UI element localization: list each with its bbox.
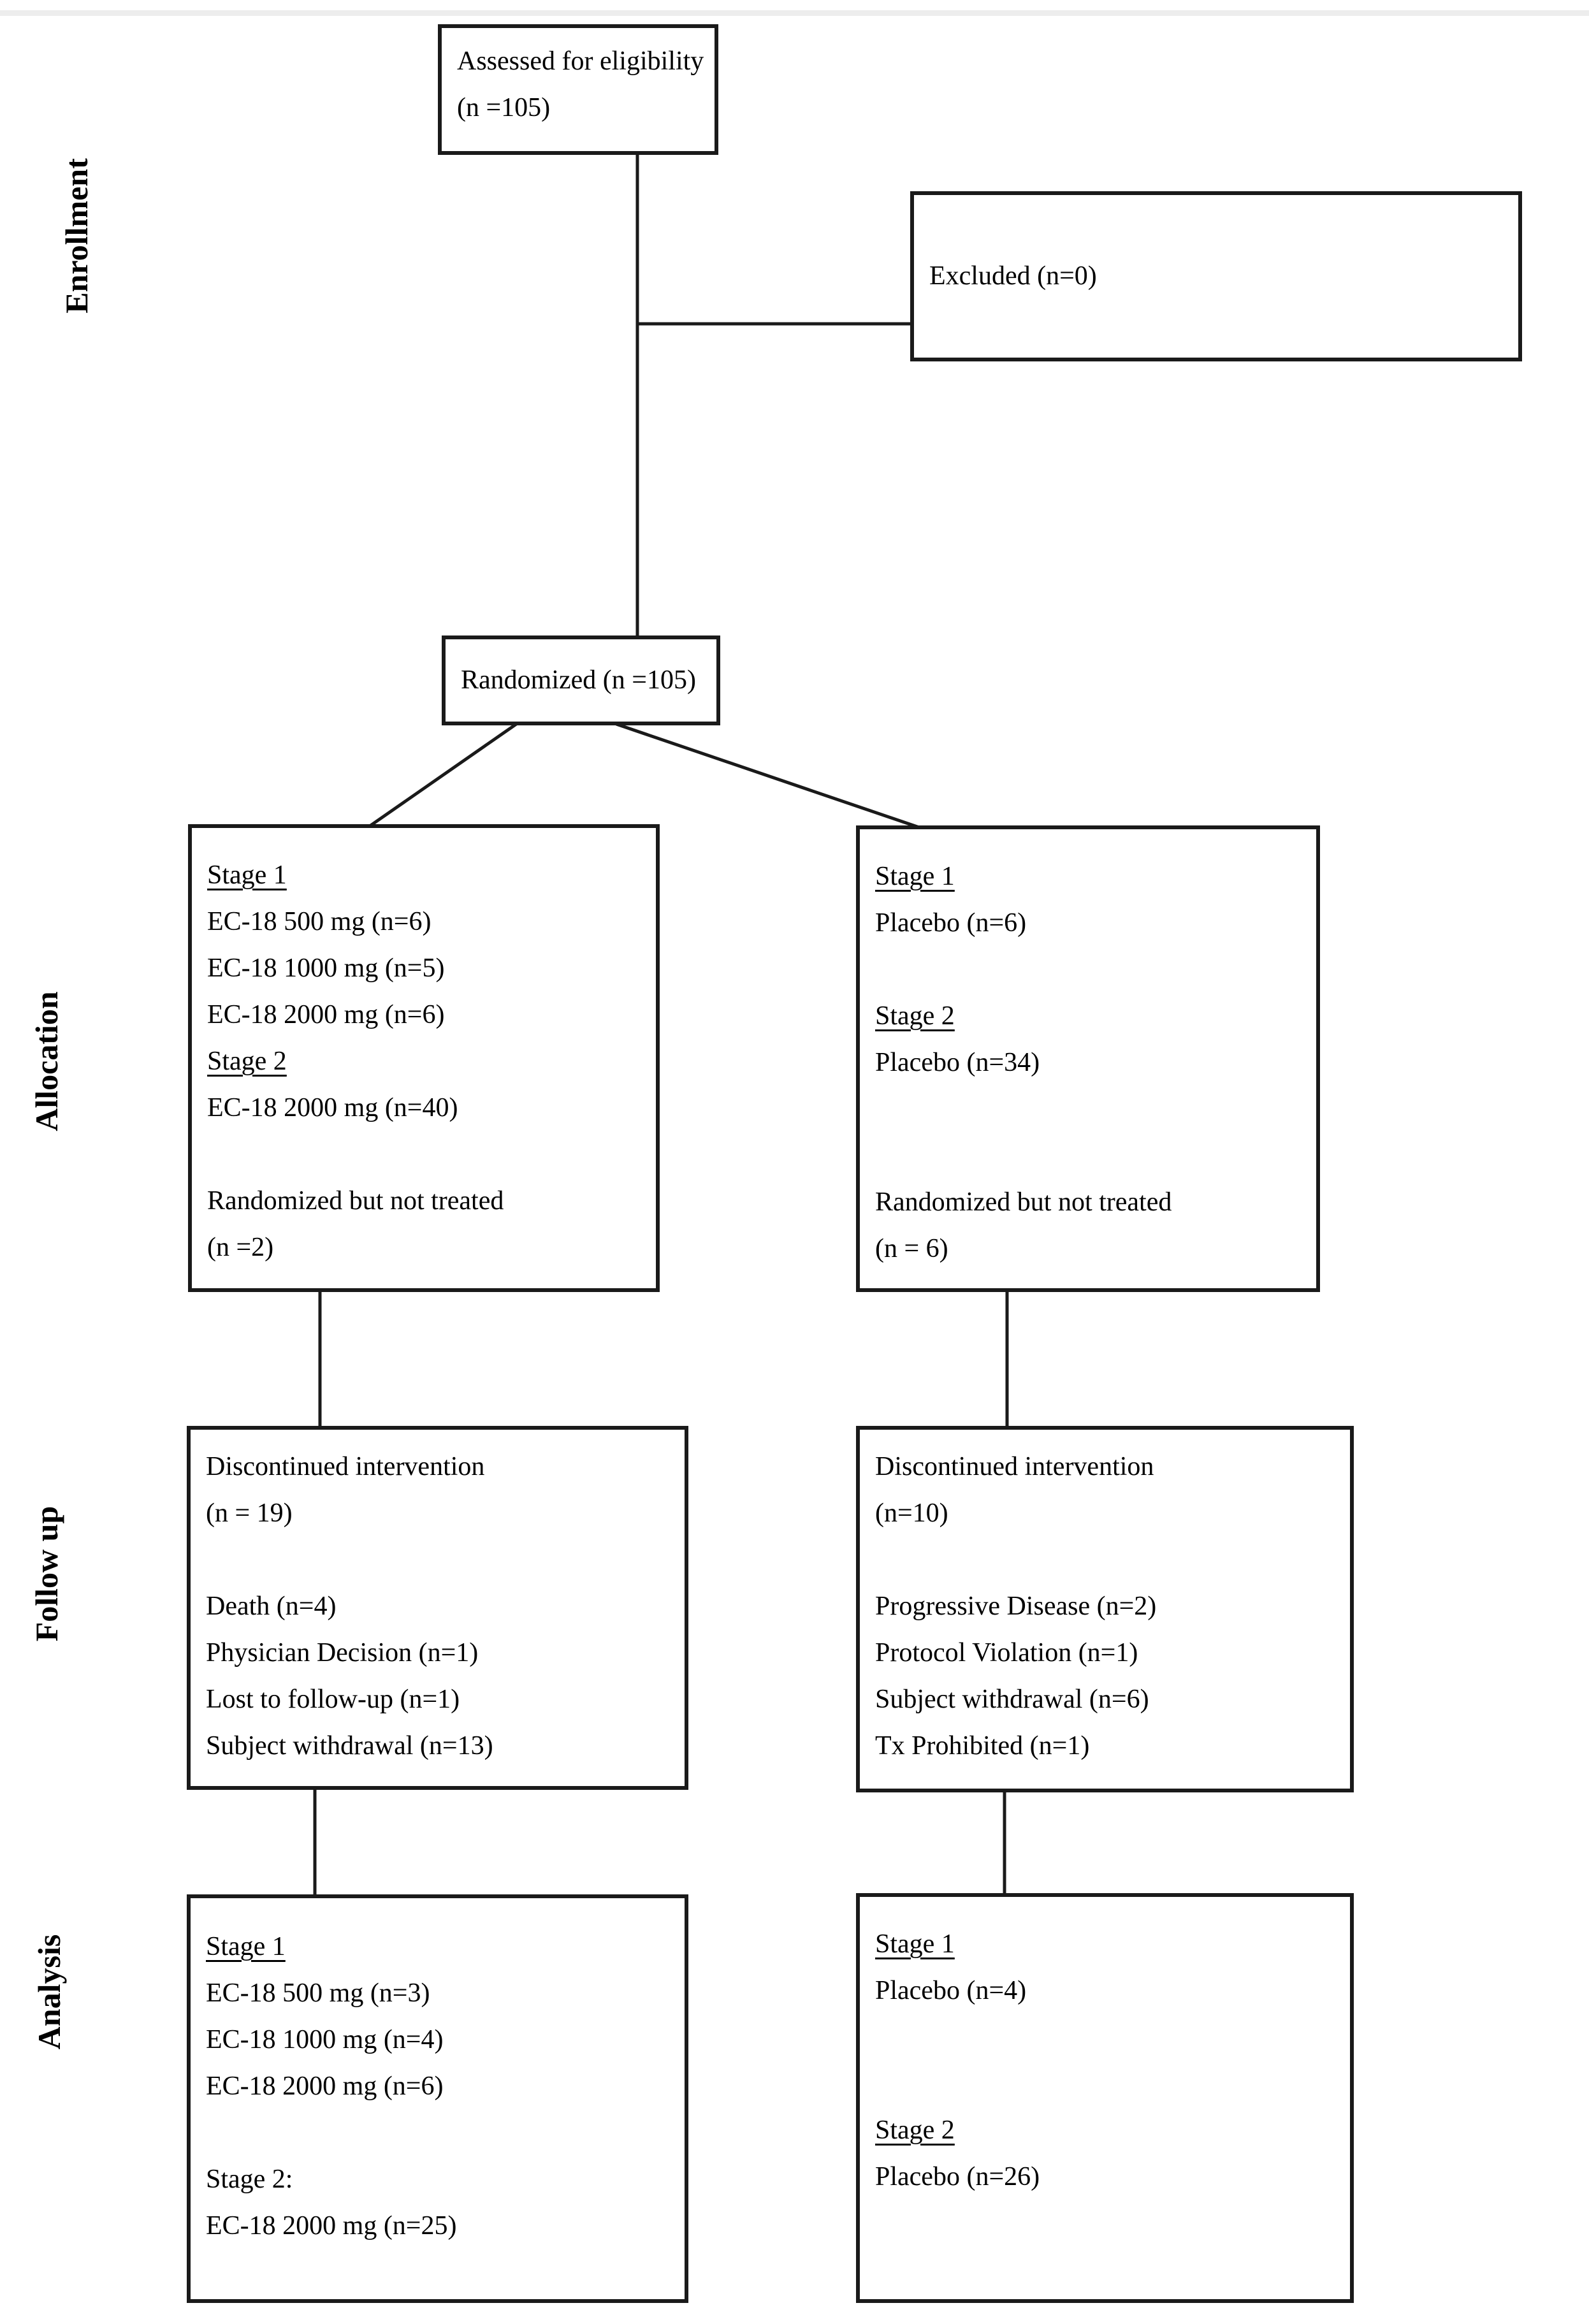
box-line bbox=[875, 947, 1311, 993]
connector-randomized-to-allocation-ec18 bbox=[368, 722, 518, 828]
box-analysis-placebo: Stage 1 Placebo (n=4) Stage 2 Placebo (n… bbox=[856, 1893, 1354, 2303]
box-line: Stage 2 bbox=[207, 1047, 287, 1076]
box-randomized: Randomized (n =105) bbox=[442, 635, 720, 725]
box-line: Discontinued intervention bbox=[206, 1452, 485, 1481]
stage-label-enrollment: Enrollment bbox=[59, 158, 94, 314]
box-line bbox=[875, 1133, 1311, 1179]
box-line: Protocol Violation (n=1) bbox=[875, 1638, 1138, 1667]
box-excluded: Excluded (n=0) bbox=[910, 191, 1522, 361]
stage-label-analysis: Analysis bbox=[31, 1934, 67, 2050]
connector-randomized-to-allocation-placebo bbox=[616, 722, 920, 829]
box-line: Assessed for eligibility bbox=[457, 47, 704, 76]
box-line: Subject withdrawal (n=13) bbox=[206, 1731, 493, 1761]
box-line: Stage 1 bbox=[875, 862, 955, 891]
box-line: Placebo (n=6) bbox=[875, 908, 1027, 938]
box-line: Stage 2 bbox=[875, 1001, 955, 1031]
box-line: Tx Prohibited (n=1) bbox=[875, 1731, 1090, 1761]
box-analysis-ec18: Stage 1 EC-18 500 mg (n=3) EC-18 1000 mg… bbox=[187, 1894, 688, 2303]
box-line: EC-18 1000 mg (n=5) bbox=[207, 954, 445, 983]
box-line: EC-18 2000 mg (n=6) bbox=[207, 1000, 445, 1029]
box-line bbox=[875, 2061, 1345, 2107]
box-line: Lost to follow-up (n=1) bbox=[206, 1685, 460, 1714]
box-line: Subject withdrawal (n=6) bbox=[875, 1685, 1149, 1714]
box-line: (n =105) bbox=[457, 93, 551, 122]
box-assessed-eligibility: Assessed for eligibility (n =105) bbox=[438, 24, 718, 155]
box-line: Randomized but not treated bbox=[207, 1186, 504, 1216]
box-line: EC-18 500 mg (n=3) bbox=[206, 1979, 430, 2008]
box-allocation-placebo: Stage 1 Placebo (n=6) Stage 2 Placebo (n… bbox=[856, 825, 1320, 1292]
box-line: (n=10) bbox=[875, 1499, 948, 1528]
stage-label-allocation: Allocation bbox=[29, 991, 64, 1131]
box-line: Stage 2 bbox=[875, 2116, 955, 2145]
box-line bbox=[206, 2110, 679, 2156]
box-line bbox=[875, 1086, 1311, 1133]
box-line: Stage 1 bbox=[207, 861, 287, 890]
box-line: Stage 1 bbox=[206, 1932, 286, 1961]
box-line: (n = 19) bbox=[206, 1499, 293, 1528]
box-line bbox=[207, 1131, 651, 1178]
box-line: EC-18 500 mg (n=6) bbox=[207, 907, 432, 936]
box-line: Stage 2: bbox=[206, 2165, 293, 2194]
stage-label-follow-up: Follow up bbox=[29, 1506, 64, 1642]
box-line: EC-18 2000 mg (n=25) bbox=[206, 2211, 457, 2240]
box-line bbox=[206, 1537, 679, 1583]
scan-artifact-strip bbox=[0, 10, 1589, 16]
box-allocation-ec18: Stage 1 EC-18 500 mg (n=6) EC-18 1000 mg… bbox=[188, 824, 660, 1292]
box-line: EC-18 2000 mg (n=40) bbox=[207, 1093, 458, 1122]
box-line: Randomized but not treated bbox=[875, 1187, 1172, 1217]
box-line: (n = 6) bbox=[875, 1234, 948, 1263]
box-line: Excluded (n=0) bbox=[929, 261, 1097, 291]
box-line: Discontinued intervention bbox=[875, 1452, 1154, 1481]
box-line: Progressive Disease (n=2) bbox=[875, 1592, 1157, 1621]
box-line: (n =2) bbox=[207, 1233, 274, 1262]
box-followup-ec18: Discontinued intervention (n = 19) Death… bbox=[187, 1426, 688, 1790]
box-line: Death (n=4) bbox=[206, 1592, 337, 1621]
box-line: Placebo (n=4) bbox=[875, 1976, 1027, 2005]
box-line bbox=[875, 2014, 1345, 2061]
box-line: Stage 1 bbox=[875, 1929, 955, 1959]
box-line: Placebo (n=26) bbox=[875, 2162, 1040, 2191]
box-line: Randomized (n =105) bbox=[461, 665, 696, 695]
box-line: Physician Decision (n=1) bbox=[206, 1638, 479, 1667]
box-line bbox=[875, 1537, 1345, 1583]
box-followup-placebo: Discontinued intervention (n=10) Progres… bbox=[856, 1426, 1354, 1792]
box-line: EC-18 1000 mg (n=4) bbox=[206, 2025, 444, 2054]
box-line: Placebo (n=34) bbox=[875, 1048, 1040, 1077]
box-line: EC-18 2000 mg (n=6) bbox=[206, 2072, 444, 2101]
